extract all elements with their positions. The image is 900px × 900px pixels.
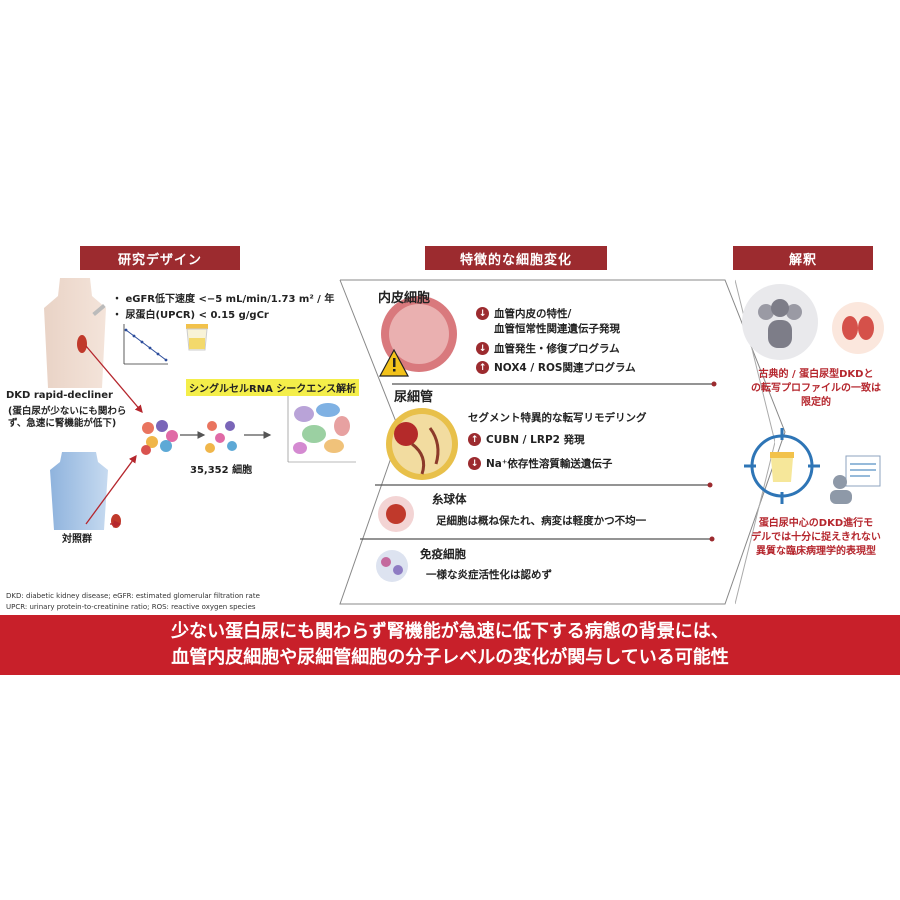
conclusion-line-2: 血管内皮細胞や尿細管細胞の分子レベルの変化が関与している可能性 bbox=[171, 647, 729, 668]
case-group-title: DKD rapid-decliner bbox=[6, 390, 113, 401]
clinical-record-icon bbox=[830, 455, 881, 504]
immune-text: 一様な炎症活性化は認めず bbox=[426, 569, 552, 581]
arrow-down-icon: ↓ bbox=[476, 342, 489, 355]
interpret-point-1-line2: の転写プロファイルの一致は bbox=[751, 383, 881, 394]
glomerulus-text: 足細胞は概ね保たれ、病変は軽度かつ不均一 bbox=[436, 515, 647, 527]
tubule-title: 尿細管 bbox=[394, 390, 434, 405]
endo-item-2: ↓ 血管発生・修復プログラム bbox=[476, 341, 620, 356]
endo-item-1-line1: 血管内皮の特性/ bbox=[494, 308, 572, 320]
tubule-illustration bbox=[386, 408, 458, 480]
interpret-point-2-line1: 蛋白尿中心のDKD進行モ bbox=[758, 518, 874, 529]
immune-title: 免疫細胞 bbox=[420, 547, 466, 561]
tubule-lead: セグメント特異的な転写リモデリング bbox=[468, 412, 647, 424]
arrow-up-icon: ↑ bbox=[476, 361, 489, 374]
header-study-design: 研究デザイン bbox=[80, 246, 240, 270]
kidney-icon bbox=[832, 302, 884, 354]
header-interpretation: 解釈 bbox=[733, 246, 873, 270]
interpret-point-1-line3: 限定的 bbox=[801, 397, 831, 408]
interpret-point-2-line2: デルでは十分に捉えきれない bbox=[751, 532, 881, 543]
control-group-label: 対照群 bbox=[62, 534, 92, 545]
egfr-criterion: ・ eGFR低下速度 <−5 mL/min/1.73 m² / 年 bbox=[112, 294, 335, 305]
scrna-label: シングルセルRNA シークエンス解析 bbox=[186, 379, 360, 396]
interpret-point-2: 蛋白尿中心のDKD進行モ デルでは十分に捉えきれない 異質な臨床病理学的表現型 bbox=[740, 517, 892, 559]
endo-item-3: ↑ NOX4 / ROS関連プログラム bbox=[476, 360, 636, 375]
urine-target-icon bbox=[744, 428, 820, 504]
interpret-point-1: 古典的 / 蛋白尿型DKDと の転写プロファイルの一致は 限定的 bbox=[740, 368, 892, 410]
flow-arrows bbox=[85, 345, 272, 528]
patient-body-illustration bbox=[44, 278, 106, 388]
tubule-item-2: ↓ Na⁺依存性溶質輸送遺伝子 bbox=[468, 456, 612, 471]
patient-group-icon bbox=[742, 284, 818, 360]
umap-scatter-plot bbox=[287, 396, 356, 463]
endo-item-2-text: 血管発生・修復プログラム bbox=[494, 343, 620, 355]
footnote-line-1: DKD: diabetic kidney disease; eGFR: esti… bbox=[6, 592, 260, 600]
arrow-up-icon: ↑ bbox=[468, 433, 481, 446]
kidney-cells-cluster bbox=[141, 420, 178, 455]
footnote-line-2: UPCR: urinary protein-to-creatinine rati… bbox=[6, 603, 256, 611]
endothelial-cell-illustration bbox=[378, 296, 457, 377]
case-group-desc-1: (蛋白尿が少ないにも関わら bbox=[8, 406, 127, 417]
glomerulus-title: 糸球体 bbox=[432, 492, 467, 506]
egfr-decline-plot bbox=[123, 324, 168, 365]
arrow-down-icon: ↓ bbox=[476, 307, 489, 320]
case-group-desc-2: ず、急速に腎機能が低下) bbox=[8, 418, 117, 429]
control-body-illustration bbox=[50, 452, 108, 530]
interpret-point-1-line1: 古典的 / 蛋白尿型DKDと bbox=[758, 369, 874, 380]
urine-cup-icon bbox=[186, 324, 208, 351]
tubule-item-2-text: Na⁺依存性溶質輸送遺伝子 bbox=[486, 458, 613, 470]
header-cell-changes: 特徴的な細胞変化 bbox=[425, 246, 607, 270]
arrow-down-icon: ↓ bbox=[468, 457, 481, 470]
tubule-item-1-text: CUBN / LRP2 発現 bbox=[486, 434, 585, 446]
single-cells-icon bbox=[205, 421, 237, 453]
endo-item-1-line2: 血管恒常性関連遺伝子発現 bbox=[494, 323, 620, 335]
tubule-item-1: ↑ CUBN / LRP2 発現 bbox=[468, 432, 585, 447]
endo-item-1: ↓ 血管内皮の特性/血管恒常性関連遺伝子発現 bbox=[476, 306, 620, 336]
endo-item-3-text: NOX4 / ROS関連プログラム bbox=[494, 362, 636, 374]
interpret-point-2-line3: 異質な臨床病理学的表現型 bbox=[756, 546, 876, 557]
conclusion-line-1: 少ない蛋白尿にも関わらず腎機能が急速に低下する病態の背景には、 bbox=[171, 621, 729, 642]
upcr-criterion: ・ 尿蛋白(UPCR) < 0.15 g/gCr bbox=[112, 310, 269, 321]
immune-cells-illustration bbox=[376, 550, 408, 582]
conclusion-banner: 少ない蛋白尿にも関わらず腎機能が急速に低下する病態の背景には、 血管内皮細胞や尿… bbox=[0, 615, 900, 675]
cell-count: 35,352 細胞 bbox=[190, 465, 253, 476]
endothelial-title: 内皮細胞 bbox=[378, 291, 431, 306]
glomerulus-illustration bbox=[378, 496, 414, 532]
